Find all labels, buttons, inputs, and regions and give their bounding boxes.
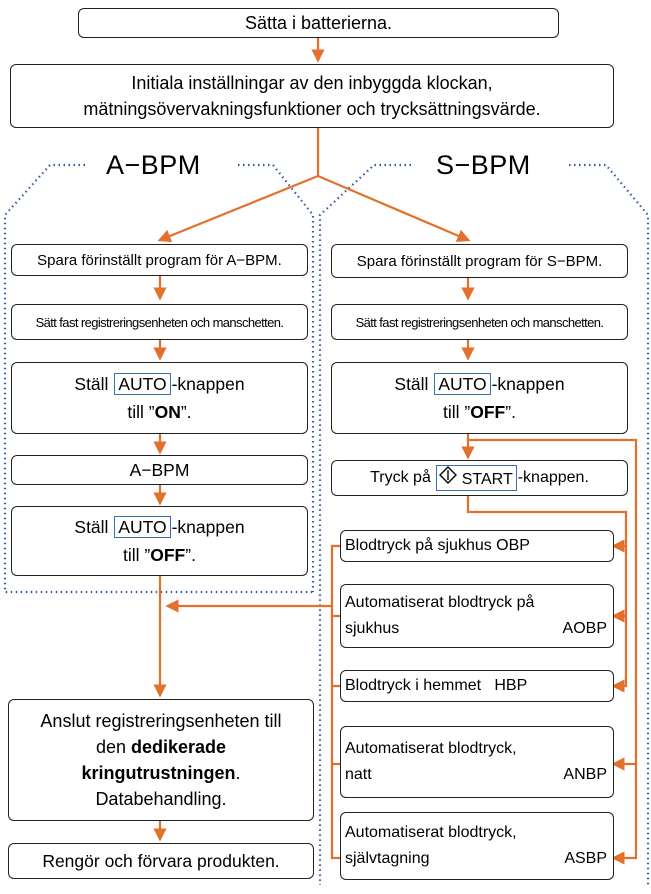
abpm-save-program-box: Spara förinställt program för A−BPM. [11,244,308,276]
connect-device-box: Anslut registreringsenheten till den ded… [8,699,314,821]
initial-settings-line1: Initiala inställningar av den inbyggda k… [131,72,493,93]
press-label: Tryck på [370,469,431,486]
aobp-box: Automatiserat blodtryck på sjukhus AOBP [340,584,614,648]
to-prefix: till ” [123,545,151,565]
abpm-set-auto-off-box: Ställ AUTO-knappen till ”OFF”. [11,506,308,576]
abpm-measure-text: A−BPM [129,459,190,480]
abpm-set-auto-on-box: Ställ AUTO-knappen till ”ON”. [11,362,308,434]
aobp-code: AOBP [562,620,607,637]
arrow-to-abpm [157,174,319,243]
sbpm-section-border-left [318,163,411,885]
hbp-box: Blodtryck i hemmet HBP [340,670,614,702]
to-suffix: ”. [185,545,196,565]
arrow-to-sbpm [317,174,471,242]
aobp-line1: Automatiserat blodtryck på [345,594,535,612]
set-label: Ställ [394,374,429,394]
button-suffix: -knappen [491,374,565,394]
clean-store-box: Rengör och förvara produkten. [8,843,314,879]
to-suffix: ”. [180,402,192,422]
auto-button-label: AUTO [114,516,171,538]
set-label: Ställ [74,374,109,394]
asbp-box: Automatiserat blodtryck, självtagning ASB… [340,812,614,880]
sbpm-save-program-box: Spara förinställt program för S−BPM. [331,244,628,278]
connect-line2-prefix: den [95,736,131,757]
asbp-line1: Automatiserat blodtryck, [345,824,517,842]
dedicated-peripheral-text: dedikerade kringutrustningen [81,736,236,783]
sbpm-attach-text: Sätt fast registreringsenheten och mansc… [355,314,604,330]
initial-settings-box: Initiala inställningar av den inbyggda k… [10,64,614,128]
to-suffix: ”. [505,402,516,422]
diamond-start-icon [439,466,458,485]
press-start-box: Tryck på START -knappen. [331,460,628,496]
start-label: START [461,471,513,489]
to-prefix: till ” [127,402,155,422]
abpm-attach-box: Sätt fast registreringsenheten och mansc… [11,304,308,340]
sbpm-set-auto-off-box: Ställ AUTO-knappen till ”OFF”. [331,362,628,434]
connect-line1: Anslut registreringsenheten till [40,710,282,731]
auto-button-label: AUTO [114,373,171,395]
clean-store-text: Rengör och förvara produkten. [42,850,280,871]
anbp-line1: Automatiserat blodtryck, [345,740,517,758]
anbp-box: Automatiserat blodtryck, natt ANBP [340,726,614,798]
abpm-section-title: A−BPM [100,150,207,181]
obp-text: Blodtryck på sjukhus OBP [345,537,530,554]
aobp-line2-label: sjukhus [345,620,400,637]
sbpm-attach-box: Sätt fast registreringsenheten och mansc… [331,304,628,340]
auto-button-label: AUTO [434,373,491,395]
abpm-measure-box: A−BPM [11,455,308,485]
insert-batteries-box: Sätta i batterierna. [78,8,559,38]
arrows [153,38,638,865]
button-suffix: -knappen. [517,469,589,486]
off-value: OFF [470,402,506,422]
to-prefix: till ” [443,402,471,422]
insert-batteries-text: Sätta i batterierna. [244,12,393,33]
section-borders [3,163,650,885]
button-suffix: -knappen [171,517,245,537]
initial-settings-line2: mätningsövervakningsfunktioner och tryck… [83,99,541,119]
hbp-text: Blodtryck i hemmet HBP [345,677,528,694]
anbp-line2-label: natt [345,766,372,783]
sbpm-save-program-text: Spara förinställt program för S−BPM. [356,252,603,270]
asbp-line2-label: självtagning [345,850,430,867]
set-label: Ställ [74,517,109,537]
abpm-attach-text: Sätt fast registreringsenheten och mansc… [35,314,284,330]
sbpm-section-title: S−BPM [430,150,537,181]
abpm-save-program-text: Spara förinställt program för A−BPM. [37,251,282,269]
anbp-code: ANBP [563,766,607,783]
start-button-label: START [436,465,517,491]
off-value: OFF [150,545,186,565]
asbp-code: ASBP [564,850,607,867]
connect-line4: Databehandling. [95,789,227,810]
on-value: ON [154,402,181,422]
button-suffix: -knappen [171,374,245,394]
obp-box: Blodtryck på sjukhus OBP [340,530,614,562]
connect-period: . [235,763,241,783]
